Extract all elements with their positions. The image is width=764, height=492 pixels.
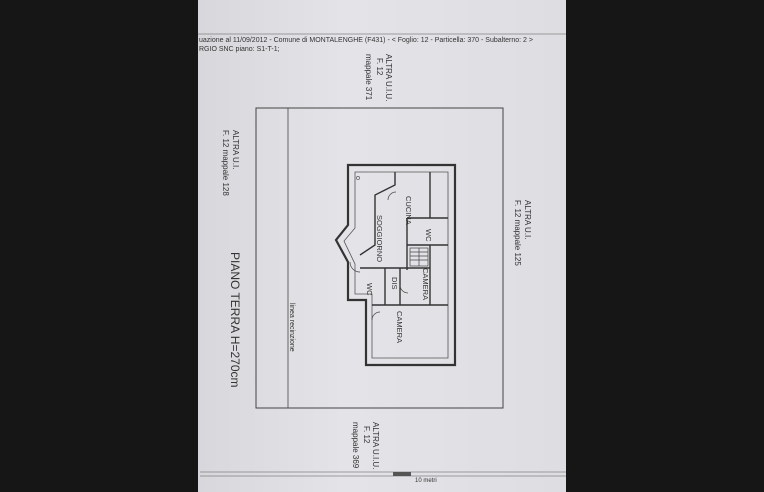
lot-boundary bbox=[255, 107, 504, 409]
neighbor-right-line-2: F. 12 mappale 125 bbox=[513, 200, 522, 266]
room-label-wc-upper: WC bbox=[424, 229, 433, 242]
room-label-camera-upper: CAMERA bbox=[421, 268, 430, 300]
room-label-dis: DIS bbox=[390, 277, 399, 290]
neighbor-bottom-line-2: F. 12 bbox=[362, 426, 371, 444]
scale-bar-label: 10 metri bbox=[415, 478, 437, 484]
staircase bbox=[409, 247, 429, 267]
neighbor-right: ALTRA U.I. F. 12 mappale 125 bbox=[513, 200, 532, 266]
header-line-1: uazione al 11/09/2012 - Comune di MONTAL… bbox=[199, 37, 533, 44]
room-label-soggiorno: SOGGIORNO bbox=[375, 215, 384, 262]
house-inner-wall bbox=[343, 171, 449, 359]
neighbor-top-line-2: F. 12 bbox=[375, 58, 384, 76]
house-outer-wall bbox=[334, 163, 457, 367]
door-swing-kitchen bbox=[387, 191, 397, 201]
room-label-wc-lower: WC bbox=[365, 283, 374, 296]
partition-entry bbox=[359, 172, 396, 256]
site-marker-icon bbox=[356, 176, 360, 180]
floor-title: PIANO TERRA H=270cm bbox=[228, 252, 242, 388]
interior-partitions bbox=[359, 172, 448, 306]
room-label-cucina: CUCINA bbox=[404, 196, 413, 225]
floor-plan-sheet bbox=[198, 0, 566, 492]
neighbor-top: ALTRA U.I.U. F. 12 mappale 371 bbox=[364, 54, 393, 101]
neighbor-bottom: ALTRA U.I.U. F. 12 mappale 369 bbox=[351, 422, 380, 469]
neighbor-left-line-2: F. 12 mappale 128 bbox=[221, 130, 230, 196]
door-swing-dis bbox=[399, 284, 409, 294]
neighbor-right-line-1: ALTRA U.I. bbox=[523, 200, 532, 239]
neighbor-top-line-1: ALTRA U.I.U. bbox=[384, 54, 393, 101]
door-swing-entry bbox=[349, 261, 361, 273]
neighbor-top-line-3: mappale 371 bbox=[364, 54, 373, 101]
scale-bar: 10 metri bbox=[200, 471, 566, 484]
neighbor-left: ALTRA U.I. F. 12 mappale 128 bbox=[221, 130, 240, 196]
door-swing-camera bbox=[371, 311, 381, 321]
neighbor-left-line-1: ALTRA U.I. bbox=[231, 130, 240, 169]
header-line-2: RGIO SNC piano: S1-T-1; bbox=[199, 46, 280, 53]
neighbor-bottom-line-3: mappale 369 bbox=[351, 422, 360, 469]
neighbor-bottom-line-1: ALTRA U.I.U. bbox=[371, 422, 380, 469]
door-swings bbox=[349, 191, 409, 321]
room-label-camera-lower: CAMERA bbox=[395, 311, 404, 343]
fence-line-label: linea recinzione bbox=[288, 303, 295, 352]
